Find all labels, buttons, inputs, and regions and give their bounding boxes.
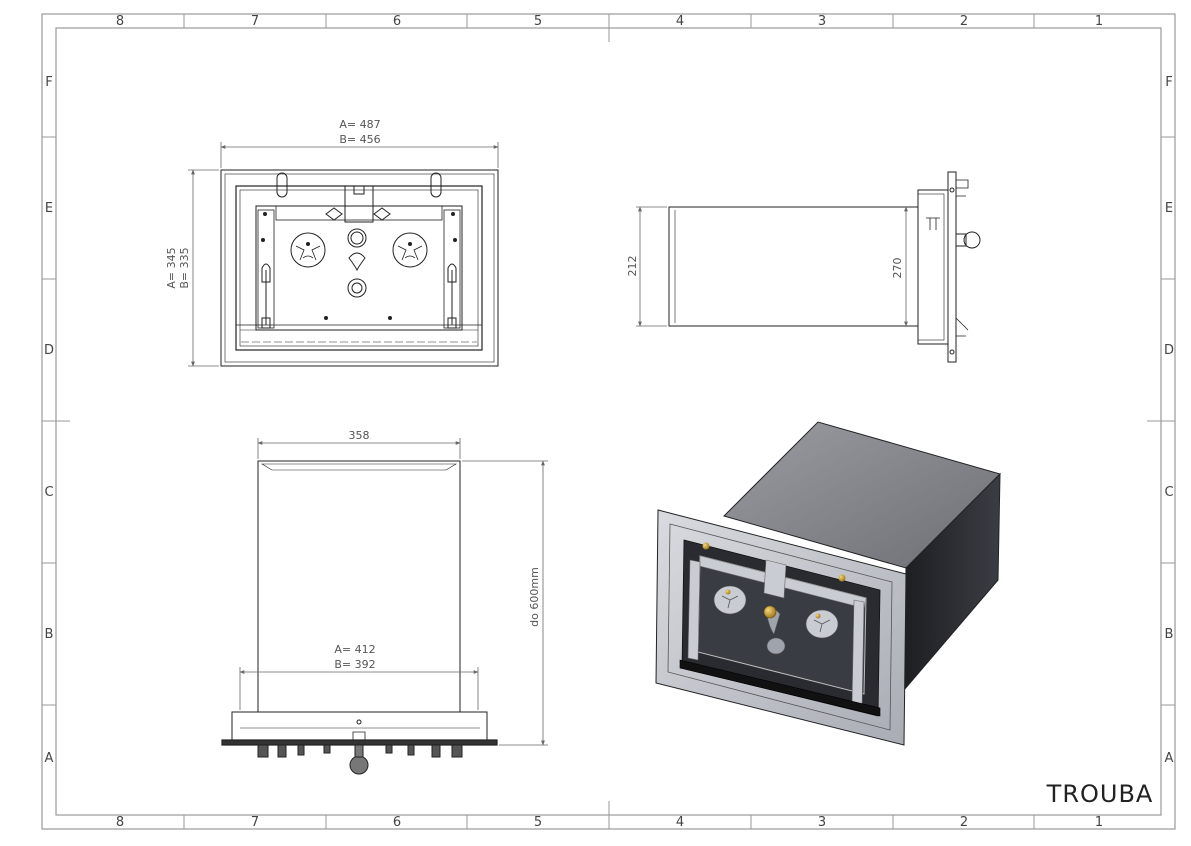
row-label-right: A xyxy=(1165,751,1174,766)
dim-top-depth: do 600mm xyxy=(528,567,541,627)
row-label-left: B xyxy=(45,627,54,642)
isometric-view xyxy=(655,421,1001,746)
col-label-top: 5 xyxy=(534,14,542,29)
col-label-bottom: 3 xyxy=(818,815,826,830)
col-label-top: 8 xyxy=(116,14,124,29)
dim-width-a: A= 487 xyxy=(339,118,380,131)
dim-side-depth: 212 xyxy=(626,256,639,277)
col-label-top: 2 xyxy=(960,14,968,29)
dim-inner-b: B= 392 xyxy=(334,658,375,671)
row-label-left: A xyxy=(45,751,54,766)
row-label-left: C xyxy=(44,485,53,500)
dim-width-b: B= 456 xyxy=(339,133,380,146)
col-label-top: 6 xyxy=(393,14,401,29)
col-label-top: 3 xyxy=(818,14,826,29)
front-view xyxy=(220,169,499,367)
col-label-bottom: 5 xyxy=(534,815,542,830)
col-label-bottom: 8 xyxy=(116,815,124,830)
col-label-top: 7 xyxy=(251,14,259,29)
row-label-right: B xyxy=(1165,627,1174,642)
dim-inner-a: A= 412 xyxy=(334,643,375,656)
side-view-dimensions xyxy=(636,206,908,327)
sheet-border: 8 7 6 5 4 3 2 1 8 7 6 5 4 3 2 1 F E D C … xyxy=(41,13,1176,830)
dim-top-width: 358 xyxy=(349,429,370,442)
row-label-right: E xyxy=(1165,201,1173,216)
drawing-title: TROUBA xyxy=(1046,780,1154,808)
col-label-bottom: 7 xyxy=(251,815,259,830)
dim-height-a: A= 345 xyxy=(165,247,178,288)
row-label-left: D xyxy=(44,343,54,358)
col-label-bottom: 2 xyxy=(960,815,968,830)
dim-height-b: B= 335 xyxy=(178,247,191,288)
top-view-dimensions xyxy=(239,438,548,746)
row-label-left: E xyxy=(45,201,53,216)
front-view-dimensions xyxy=(188,142,499,367)
side-view xyxy=(668,171,981,363)
col-label-bottom: 6 xyxy=(393,815,401,830)
col-label-bottom: 4 xyxy=(676,815,684,830)
row-label-left: F xyxy=(45,75,52,90)
top-view xyxy=(221,460,498,775)
dim-side-height: 270 xyxy=(891,258,904,279)
row-label-right: C xyxy=(1164,485,1173,500)
row-label-right: D xyxy=(1164,343,1174,358)
col-label-top: 4 xyxy=(676,14,684,29)
col-label-top: 1 xyxy=(1095,14,1103,29)
row-label-right: F xyxy=(1165,75,1172,90)
col-label-bottom: 1 xyxy=(1095,815,1103,830)
